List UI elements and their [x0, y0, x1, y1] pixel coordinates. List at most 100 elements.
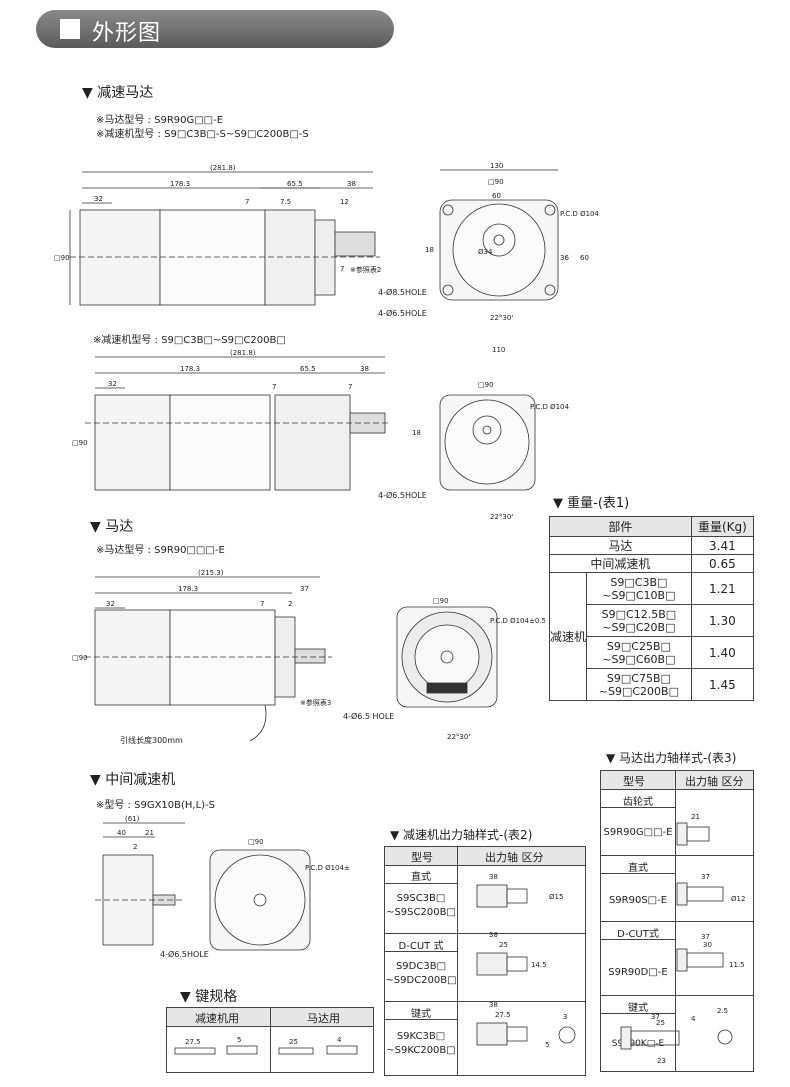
section-header: 外形图 [36, 10, 394, 48]
t3-g2: 直式 [628, 863, 648, 874]
svg-text:37: 37 [701, 933, 710, 941]
gear-model-text-2: ※减速机型号 : S9□C3B□~S9□C200B□ [93, 335, 286, 346]
reducer-shaft-table: 型号出力轴 区分 直式 S9SC3B□ ~S9SC200B□ D-CUT 式 S… [384, 846, 586, 1076]
front-view-drawing-1: 130 □90 60 P.C.D Ø104±0.5 18 36 60 Ø34 2… [425, 162, 600, 354]
svg-text:□90: □90 [248, 838, 264, 846]
svg-text:178.3: 178.3 [180, 365, 200, 373]
section-title-keys: ▼ 键规格 [180, 989, 238, 1005]
motor-model-text-2: ※马达型号 : S9R90□□□-E [96, 545, 225, 556]
svg-text:11.5: 11.5 [729, 961, 745, 969]
svg-text:3: 3 [563, 1013, 567, 1021]
svg-text:Ø12: Ø12 [731, 895, 745, 903]
svg-text:60: 60 [580, 254, 589, 262]
svg-text:7: 7 [340, 265, 344, 273]
gear-model-text: ※减速机型号 : S9□C3B□-S~S9□C200B□-S [96, 129, 309, 140]
svg-text:7: 7 [272, 383, 276, 391]
key-col-motor: 马达用 [307, 1012, 340, 1025]
weight-row-name: 中间减速机 [549, 554, 692, 573]
svg-text:Ø15: Ø15 [549, 893, 563, 901]
svg-text:32: 32 [94, 195, 103, 203]
hole-label-4: 4-Ø6.5 HOLE [343, 712, 395, 721]
svg-text:37: 37 [300, 585, 309, 593]
svg-text:□90: □90 [433, 597, 449, 605]
t2-header-shaft: 出力轴 区分 [485, 851, 544, 864]
side-view-drawing-1: (281.8) 178.3 65.5 38 32 7 7.5 12 7 □90 … [54, 164, 381, 306]
svg-text:Ø34: Ø34 [478, 248, 493, 256]
hole-label-1: 4-Ø8.5HOLE [378, 288, 427, 297]
table2-title: ▼ 减速机出力轴样式-(表2) [390, 828, 533, 842]
section-title-gearmotor: ▼ 减速马达 [82, 85, 154, 101]
weight-sub-value: 1.45 [690, 668, 755, 701]
svg-text:23: 23 [657, 1057, 666, 1065]
t2-header-model: 型号 [411, 851, 433, 864]
section-title-intermediate: ▼ 中间减速机 [90, 772, 176, 788]
svg-text:7: 7 [348, 383, 352, 391]
hole-label-5: 4-Ø6.5HOLE [160, 950, 209, 959]
svg-text:P.C.D Ø104±0.5: P.C.D Ø104±0.5 [305, 864, 350, 872]
t3-g1m: S9R90G□□-E [603, 827, 673, 838]
svg-text:30: 30 [703, 941, 712, 949]
svg-text:18: 18 [412, 429, 421, 437]
svg-text:5: 5 [545, 1041, 549, 1049]
svg-text:178.3: 178.3 [170, 180, 190, 188]
svg-text:110: 110 [492, 346, 505, 354]
t3-shaft-drawings: 21 37 Ø12 37 30 11.5 37 25 4 2.5 23 [620, 813, 745, 1065]
svg-text:178.3: 178.3 [178, 585, 198, 593]
weight-sub-value: 1.40 [690, 636, 755, 669]
weight-row-value: 3.41 [690, 536, 755, 555]
intermediate-model-text: ※型号 : S9GX10B(H,L)-S [96, 800, 216, 811]
section-title-motor: ▼ 马达 [90, 519, 134, 535]
svg-text:22°30': 22°30' [490, 513, 513, 521]
key-spec-table: 减速机用马达用 27.5 5 25 4 [166, 1007, 374, 1073]
t2-g2: D-CUT 式 [398, 941, 444, 952]
svg-text:37: 37 [701, 873, 710, 881]
t2-shaft-drawings: 38 Ø15 38 25 14.5 38 27.5 5 3 [476, 873, 576, 1049]
motor-shaft-table: 型号出力轴 区分 齿轮式 S9R90G□□-E 直式 S9R90S□-E D-C… [600, 770, 754, 1072]
svg-text:38: 38 [360, 365, 369, 373]
svg-text:(281.8): (281.8) [210, 164, 236, 172]
svg-text:25: 25 [656, 1019, 665, 1027]
header-square-icon [60, 19, 80, 39]
weight-row-value: 0.65 [690, 554, 755, 573]
svg-text:27.5: 27.5 [495, 1011, 511, 1019]
svg-text:□90: □90 [72, 439, 88, 447]
side-view-drawing-3: (215.3) 178.3 37 32 7 2 □90 ※参照表3 [72, 569, 332, 742]
svg-text:65.5: 65.5 [287, 180, 303, 188]
svg-text:2: 2 [133, 843, 137, 851]
side-view-drawing-4: (61) 40 21 2 [95, 815, 185, 946]
front-view-drawing-3: □90 P.C.D Ø104±0.5 22°30' [396, 597, 545, 741]
t2-g1: 直式 [411, 872, 431, 883]
svg-text:7: 7 [245, 198, 249, 206]
svg-text:14.5: 14.5 [531, 961, 547, 969]
svg-text:32: 32 [106, 600, 115, 608]
svg-text:(281.8): (281.8) [230, 349, 256, 357]
svg-text:40: 40 [117, 829, 126, 837]
weight-row-name: 马达 [549, 536, 692, 555]
svg-text:38: 38 [489, 1001, 498, 1009]
t2-g2m2: ~S9DC200B□ [385, 975, 457, 986]
hole-label-3: 4-Ø6.5HOLE [378, 491, 427, 500]
front-view-drawing-4: □90 P.C.D Ø104±0.5 [209, 838, 350, 951]
svg-text:130: 130 [490, 162, 503, 170]
svg-text:(61): (61) [125, 815, 140, 823]
key-col-reducer: 减速机用 [195, 1012, 239, 1025]
t2-g1m1: S9SC3B□ [396, 893, 446, 904]
svg-text:12: 12 [340, 198, 349, 206]
hole-label-2: 4-Ø6.5HOLE [378, 309, 427, 318]
svg-text:5: 5 [237, 1036, 241, 1044]
svg-text:27.5: 27.5 [185, 1038, 201, 1046]
svg-text:P.C.D Ø104±0.5: P.C.D Ø104±0.5 [560, 210, 600, 218]
t3-g1: 齿轮式 [623, 797, 653, 808]
weight-header-kg: 重量(Kg) [690, 516, 755, 537]
svg-text:37: 37 [651, 1013, 660, 1021]
front-view-drawing-2: □90 P.C.D Ø104±0.5 22°30' [439, 381, 570, 521]
t3-g3m: S9R90D□-E [608, 967, 668, 978]
weight-sub-l1: S9□C75B□ [606, 671, 671, 685]
t2-g3m1: S9KC3B□ [396, 1031, 446, 1042]
svg-text:25: 25 [289, 1038, 298, 1046]
weight-sub-l2: ~S9□C10B□ [602, 588, 676, 602]
svg-text:38: 38 [347, 180, 356, 188]
svg-text:65.5: 65.5 [300, 365, 316, 373]
weight-sub-l1: S9□C3B□ [610, 575, 668, 589]
svg-text:※参照表2: ※参照表2 [350, 265, 381, 274]
